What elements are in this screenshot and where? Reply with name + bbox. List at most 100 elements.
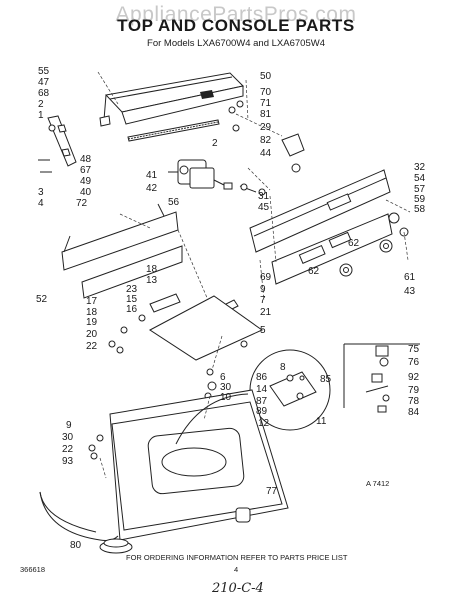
callout-72: 72 [76, 198, 88, 209]
callout-75: 75 [408, 344, 420, 355]
callout-23: 23 [126, 284, 138, 295]
callout-7: 7 [260, 295, 266, 306]
callout-18a: 18 [146, 264, 158, 275]
mounting-clips [88, 434, 104, 460]
callout-61: 61 [404, 272, 416, 283]
callout-82: 82 [260, 135, 272, 146]
callout-41: 41 [146, 170, 158, 181]
callout-86: 86 [256, 372, 268, 383]
callout-32: 32 [414, 162, 426, 173]
callout-18b: 18 [86, 307, 98, 318]
callout-19: 19 [86, 317, 98, 328]
callout-2b: 2 [212, 138, 218, 149]
callout-84: 84 [408, 407, 420, 418]
callout-71: 71 [260, 98, 272, 109]
callout-92: 92 [408, 372, 420, 383]
callout-55: 55 [38, 66, 50, 77]
control-panel [271, 213, 393, 285]
callout-62b: 62 [308, 266, 320, 277]
console-trim-strip [127, 119, 220, 142]
callout-6: 6 [220, 372, 226, 383]
callout-16: 16 [126, 304, 138, 315]
console-end-cap [38, 115, 77, 173]
lid-switch-parts [108, 293, 181, 354]
callout-69: 69 [260, 272, 272, 283]
callout-45: 45 [258, 202, 270, 213]
callout-76: 76 [408, 357, 420, 368]
callout-56: 56 [168, 197, 180, 208]
callout-17: 17 [86, 296, 98, 307]
callout-70: 70 [260, 87, 272, 98]
callout-30a: 30 [220, 382, 232, 393]
callout-43: 43 [404, 286, 416, 297]
callout-52: 52 [36, 294, 48, 305]
callout-4: 4 [38, 198, 44, 209]
callout-21: 21 [260, 307, 272, 318]
callout-68: 68 [38, 88, 50, 99]
lid-switch-detail-inset [249, 349, 331, 431]
callout-49: 49 [80, 176, 92, 187]
leader-lines [97, 71, 411, 479]
rear-console-panel [61, 203, 183, 299]
callout-3: 3 [38, 187, 44, 198]
page-title: TOP AND CONSOLE PARTS [117, 16, 355, 35]
hinge-parts-column [343, 343, 420, 413]
callout-22b: 22 [62, 444, 74, 455]
callout-31: 31 [258, 191, 270, 202]
callout-8: 8 [280, 362, 286, 373]
page-number: 4 [234, 565, 238, 574]
callout-5: 5 [260, 325, 266, 336]
callout-93: 93 [62, 456, 74, 467]
callout-89: 89 [256, 406, 268, 417]
callout-62a: 62 [348, 238, 360, 249]
callout-48: 48 [80, 154, 92, 165]
callout-labels: 55 47 68 2 1 48 67 49 40 3 4 50 70 71 81… [36, 66, 426, 551]
callout-30b: 30 [62, 432, 74, 443]
lid-hinge-assembly [149, 295, 263, 361]
handwritten-note: 210-C-4 [211, 581, 264, 596]
callout-9b: 9 [66, 420, 72, 431]
callout-78: 78 [408, 396, 420, 407]
callout-42: 42 [146, 183, 158, 194]
callout-40: 40 [80, 187, 92, 198]
callout-87: 87 [256, 396, 268, 407]
callout-22a: 22 [86, 341, 98, 352]
callout-15: 15 [126, 294, 138, 305]
callout-47: 47 [38, 77, 50, 88]
callout-81: 81 [260, 109, 272, 120]
callout-58: 58 [414, 204, 426, 215]
callout-13: 13 [146, 275, 158, 286]
callout-44: 44 [260, 148, 272, 159]
switch-fasteners [228, 100, 305, 196]
callout-85: 85 [320, 374, 332, 385]
callout-20: 20 [86, 329, 98, 340]
callout-9a: 9 [260, 284, 266, 295]
callout-67: 67 [80, 165, 92, 176]
diagram-code: A 7412 [366, 479, 389, 488]
callout-10: 10 [220, 392, 232, 403]
callout-2: 2 [38, 99, 44, 110]
callout-54: 54 [414, 173, 426, 184]
callout-77: 77 [266, 486, 278, 497]
callout-11: 11 [316, 416, 327, 427]
console-back-panel [249, 169, 391, 253]
callout-1: 1 [38, 110, 44, 121]
console-top-panel [99, 72, 245, 127]
document-number: 366618 [20, 565, 45, 574]
callout-12: 12 [258, 418, 270, 429]
callout-80: 80 [70, 540, 82, 551]
callout-50: 50 [260, 71, 272, 82]
callout-57: 57 [414, 184, 426, 195]
washer-cabinet-top [109, 389, 289, 541]
callout-29: 29 [260, 122, 272, 133]
callout-59: 59 [414, 194, 426, 205]
callout-79: 79 [408, 385, 420, 396]
timer-motor [168, 159, 233, 190]
callout-14: 14 [256, 384, 268, 395]
page-subtitle: For Models LXA6700W4 and LXA6705W4 [147, 38, 325, 49]
watermark: AppliancePartsPros.com [115, 3, 357, 26]
ordering-note: FOR ORDERING INFORMATION REFER TO PARTS … [126, 553, 348, 562]
bleach-dispenser [99, 538, 133, 554]
